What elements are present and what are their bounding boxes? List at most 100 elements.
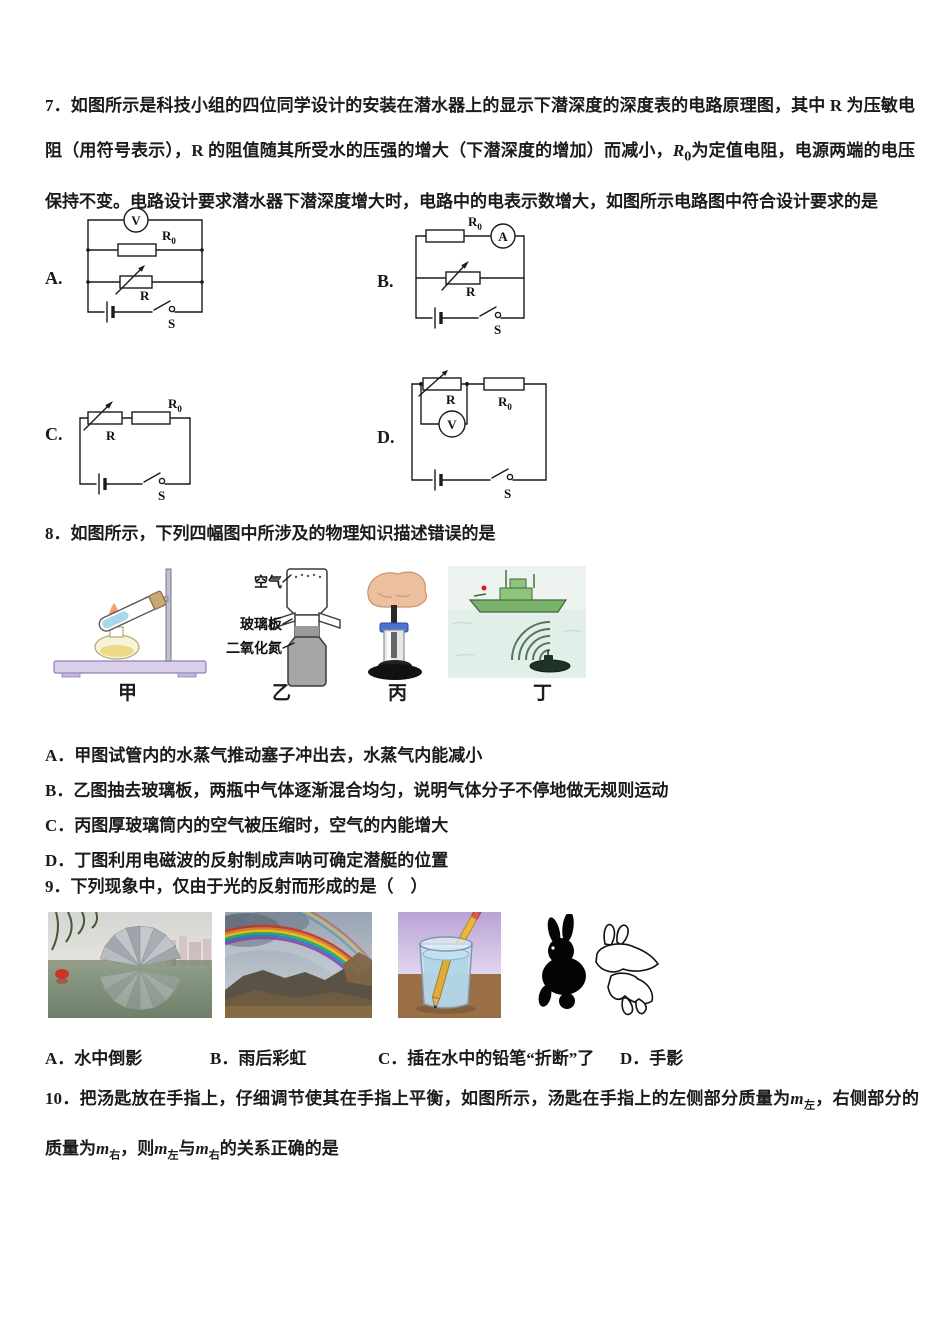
q10-part1: 10．把汤匙放在手指上，仔细调节使其在手指上平衡，如图所示，汤匙在手指上的左侧部…	[45, 1089, 791, 1108]
glass-plate-label: 玻璃板	[240, 616, 283, 633]
question-7-stem: 7．如图所示是科技小组的四位同学设计的安装在潜水器上的显示下潜深度的深度表的电路…	[45, 83, 915, 224]
svg-text:S: S	[158, 488, 165, 503]
caption-ding: 丁	[533, 683, 553, 704]
question-10-stem: 10．把汤匙放在手指上，仔细调节使其在手指上平衡，如图所示，汤匙在手指上的左侧部…	[45, 1077, 919, 1178]
figure-compression-piston	[367, 571, 428, 680]
battery-icon	[434, 469, 443, 491]
q8-option-b: B．乙图抽去玻璃板，两瓶中气体逐渐混合均匀，说明气体分子不停地做无规则运动	[45, 781, 669, 800]
switch-icon: S	[479, 306, 502, 337]
q9-option-a: A．水中倒影	[45, 1049, 143, 1068]
warship	[468, 570, 568, 613]
primary-rainbow	[225, 924, 372, 1006]
svg-text:R0: R0	[468, 214, 482, 232]
q10-m-left-symbol: m	[790, 1089, 804, 1108]
q9-option-d: D．手影	[620, 1049, 684, 1068]
question-9-stem: 9．下列现象中，仅由于光的反射而形成的是（ ）	[45, 877, 428, 896]
stand-rod	[165, 568, 172, 662]
variable-resistor-icon: R	[115, 265, 153, 303]
q10-part2: ，右侧部分的质量为	[45, 1089, 920, 1159]
piston-rod	[391, 605, 397, 625]
figure-gas-diffusion: 空气 玻璃板 二氧化氮	[226, 568, 341, 687]
svg-text:S: S	[494, 322, 501, 337]
glass-plate-right	[318, 612, 341, 629]
q7-r0-subscript: 0	[684, 148, 692, 165]
ammeter-icon: A	[490, 223, 516, 249]
glass-rim	[419, 936, 473, 952]
q10-m-right-sub: 右	[109, 1149, 121, 1162]
q7-stem-part2: 为定值电阻，电源两端的电压保持不变。电路设计要求潜水器下潜深度增大时，电路中的电…	[45, 141, 916, 212]
circuit-diagram-d: R R0 V S	[411, 370, 547, 501]
circuit-d-wires	[411, 383, 547, 481]
q8-option-a: A．甲图试管内的水蒸气推动塞子冲出去，水蒸气内能减小	[45, 746, 483, 765]
variable-resistor-icon: R	[441, 261, 481, 299]
q9-option-b: B．雨后彩虹	[210, 1049, 307, 1068]
flag	[481, 585, 487, 591]
q9-option-c: C．插在水中的铅笔“折断”了	[378, 1049, 595, 1068]
circuit-c-wires	[79, 417, 191, 485]
base	[368, 664, 422, 680]
svg-text:R0: R0	[168, 396, 182, 414]
variable-resistor-icon: R	[83, 401, 123, 443]
svg-text:V: V	[447, 417, 457, 432]
q7-option-a-label: A.	[45, 268, 63, 288]
voltmeter-icon: V	[123, 207, 149, 233]
battery-icon	[434, 307, 443, 329]
nitrogen-dioxide-bottle	[287, 636, 327, 687]
svg-text:R: R	[106, 428, 116, 443]
switch-icon: S	[491, 468, 514, 501]
photo-pencil-in-glass	[398, 912, 501, 1018]
circuit-b-wires	[415, 235, 525, 319]
svg-text:S: S	[168, 316, 175, 331]
q7-stem-part1: 7．如图所示是科技小组的四位同学设计的安装在潜水器上的显示下潜深度的深度表的电路…	[45, 96, 915, 160]
circuit-diagram-c: R R0 S	[79, 396, 191, 503]
red-buoy	[55, 969, 69, 979]
circuit-a-wires	[87, 219, 203, 313]
battery-icon	[98, 473, 107, 495]
circuit-diagram-b: R0 A R S	[415, 214, 525, 337]
fixed-resistor-icon: R0	[483, 377, 525, 412]
caption-yi: 乙	[272, 683, 292, 704]
q10-m-right-symbol2: m	[195, 1139, 209, 1159]
photo-water-reflection	[48, 912, 212, 1018]
battery-icon	[106, 301, 115, 323]
hand	[367, 571, 428, 608]
q7-option-c-label: C.	[45, 424, 63, 444]
q7-r0-symbol: R	[672, 141, 685, 160]
svg-text:R0: R0	[498, 394, 512, 412]
svg-text:R: R	[446, 392, 456, 407]
svg-text:R: R	[466, 284, 476, 299]
q10-part3: ，则	[120, 1139, 155, 1159]
circuit-diagram-a: V R0 R S	[86, 207, 204, 331]
question-8-stem: 8．如图所示，下列四幅图中所涉及的物理知识描述错误的是	[45, 524, 496, 543]
q10-m-left-sub: 左	[803, 1099, 816, 1112]
fixed-resistor-icon: R0	[425, 214, 482, 243]
fixed-resistor-icon: R0	[131, 396, 182, 425]
air-label: 空气	[254, 574, 282, 591]
figure-sonar-ship	[448, 566, 586, 678]
q8-option-c: C．丙图厚玻璃筒内的空气被压缩时，空气的内能增大	[45, 816, 449, 835]
sonar-waves	[511, 621, 551, 661]
q7-option-d-label: D.	[377, 427, 395, 447]
q10-m-left-sub2: 左	[167, 1149, 179, 1162]
nitrogen-dioxide-label: 二氧化氮	[226, 640, 282, 657]
switch-icon: S	[143, 472, 166, 503]
cork	[148, 590, 167, 610]
svg-text:V: V	[131, 213, 141, 228]
stand-base	[53, 660, 207, 674]
q10-m-right-symbol: m	[96, 1139, 110, 1159]
q10-part4: 与	[178, 1139, 196, 1159]
q10-m-right-sub2: 右	[208, 1149, 220, 1162]
figure-testtube-heating	[53, 568, 207, 678]
q10-m-left-symbol2: m	[154, 1139, 168, 1159]
q8-option-d: D．丁图利用电磁波的反射制成声呐可确定潜艇的位置	[45, 851, 449, 870]
willow-branches	[51, 912, 98, 951]
svg-text:R: R	[140, 288, 150, 303]
voltmeter-icon: V	[438, 410, 466, 438]
switch-icon: S	[153, 300, 176, 331]
hands-outline	[595, 923, 659, 1016]
test-tube	[98, 590, 167, 632]
fixed-resistor-icon: R0	[117, 228, 176, 257]
photo-hand-shadow	[538, 914, 659, 1016]
q10-part5: 的关系正确的是	[219, 1139, 339, 1159]
caption-bing: 丙	[388, 683, 408, 704]
